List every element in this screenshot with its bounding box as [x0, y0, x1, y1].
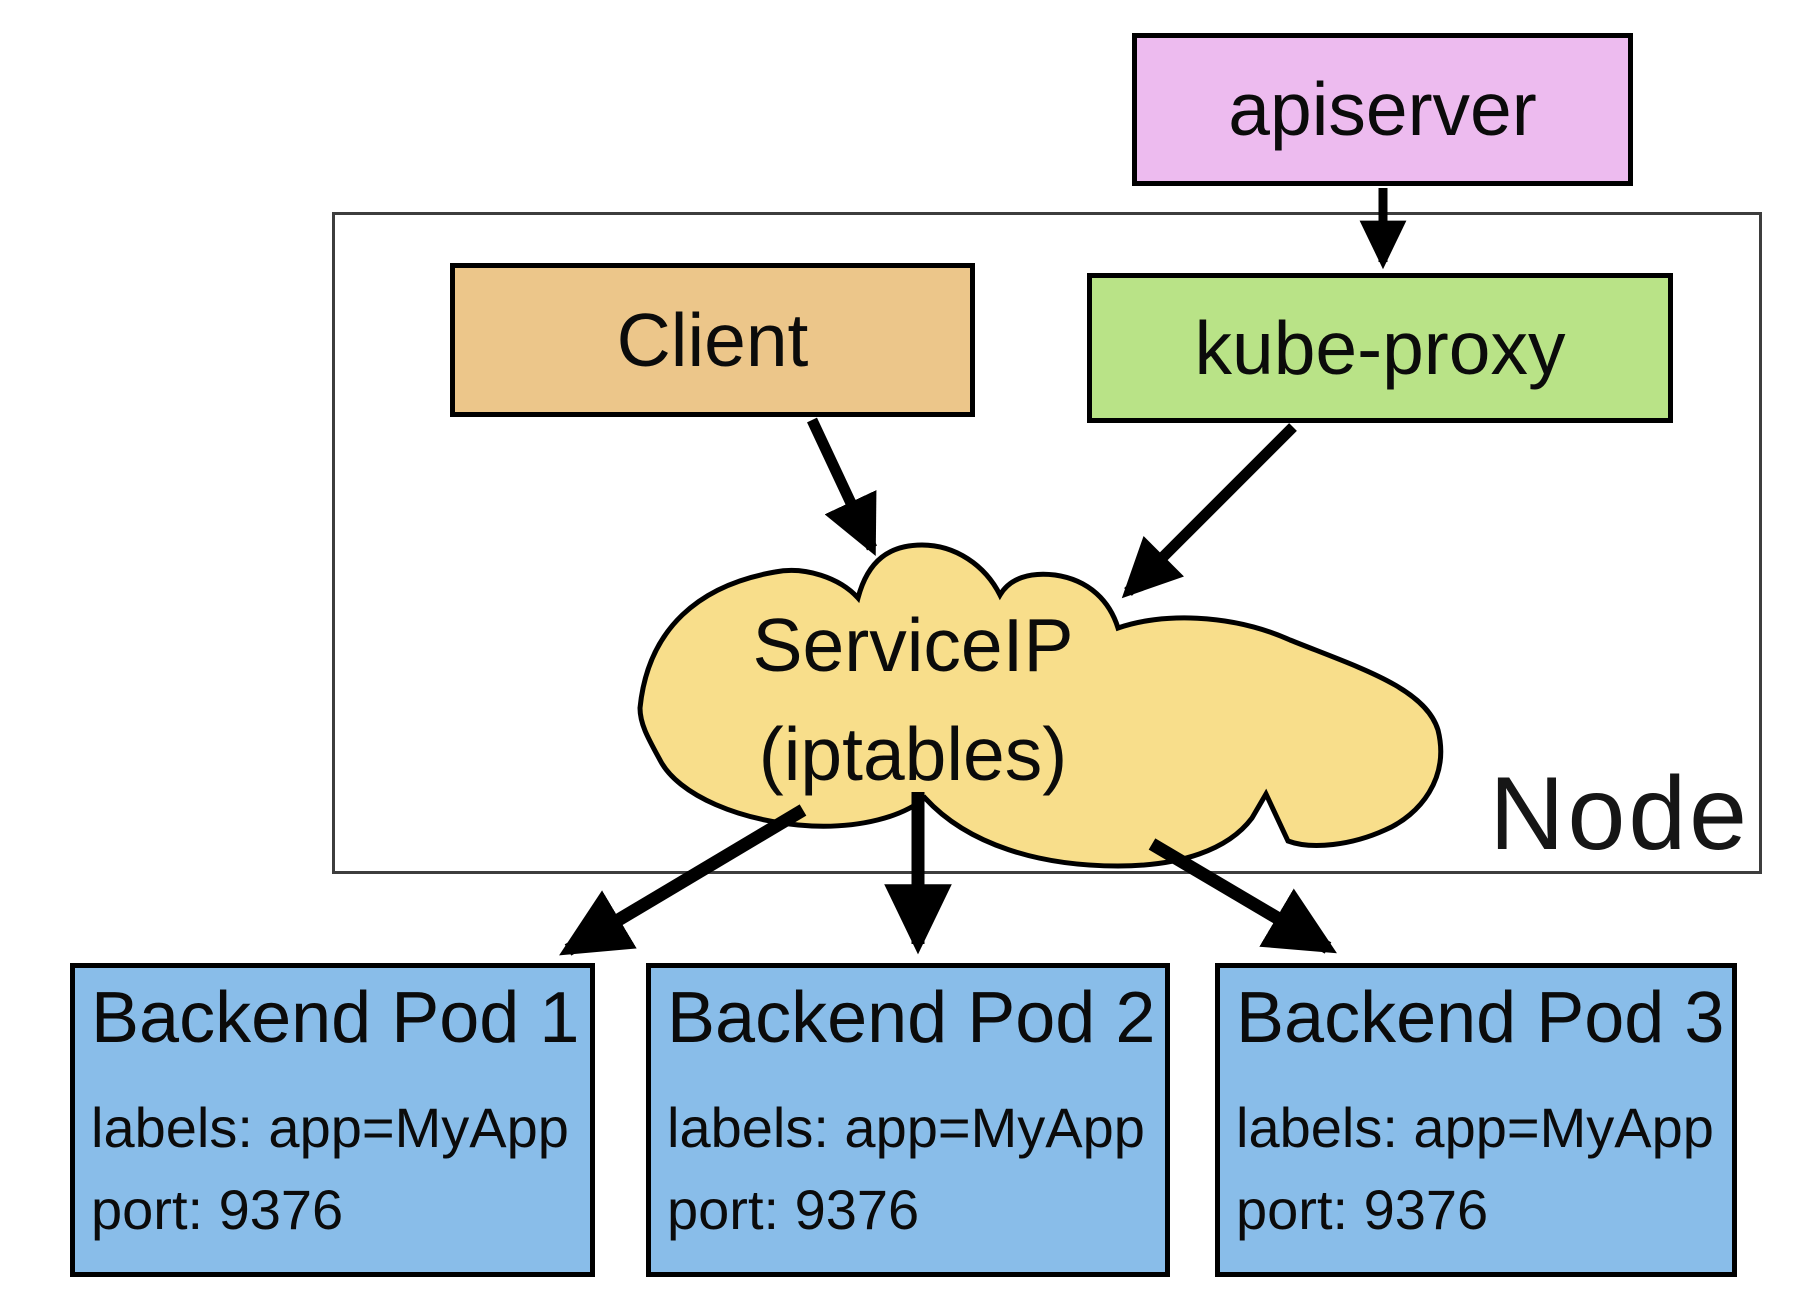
backend-pod-1-box: Backend Pod 1 labels: app=MyApp port: 93…	[70, 963, 595, 1277]
pod-1-labels: labels: app=MyApp	[91, 1095, 569, 1159]
pod-3-labels: labels: app=MyApp	[1236, 1095, 1714, 1159]
backend-pod-3-box: Backend Pod 3 labels: app=MyApp port: 93…	[1215, 963, 1737, 1277]
pod-1-meta: labels: app=MyApp port: 9376	[91, 1087, 590, 1252]
pod-2-labels: labels: app=MyApp	[667, 1095, 1145, 1159]
client-box: Client	[450, 263, 975, 417]
iptables-label: (iptables)	[758, 712, 1068, 796]
pod-2-port: port: 9376	[667, 1178, 920, 1242]
pod-2-meta: labels: app=MyApp port: 9376	[667, 1087, 1165, 1252]
pod-2-title: Backend Pod 2	[667, 978, 1156, 1058]
kube-proxy-box: kube-proxy	[1087, 273, 1673, 423]
backend-pod-2-box: Backend Pod 2 labels: app=MyApp port: 93…	[646, 963, 1170, 1277]
pod-3-port: port: 9376	[1236, 1178, 1489, 1242]
serviceip-label: ServiceIP	[752, 603, 1074, 687]
apiserver-label: apiserver	[1228, 67, 1537, 151]
node-boundary-rect	[332, 212, 1762, 874]
node-label: Node	[1489, 756, 1750, 872]
client-label: Client	[616, 297, 809, 382]
pod-1-title: Backend Pod 1	[91, 978, 580, 1058]
pod-1-port: port: 9376	[91, 1178, 344, 1242]
kube-proxy-label: kube-proxy	[1194, 305, 1566, 390]
pod-3-title: Backend Pod 3	[1236, 978, 1725, 1058]
apiserver-box: apiserver	[1132, 33, 1633, 186]
pod-3-meta: labels: app=MyApp port: 9376	[1236, 1087, 1732, 1252]
